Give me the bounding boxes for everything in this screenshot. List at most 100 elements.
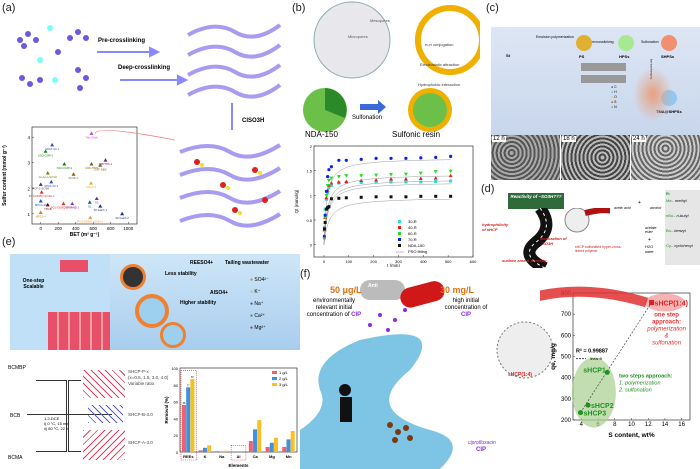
person-icon <box>339 384 351 396</box>
fit-line <box>323 180 451 245</box>
fit-line <box>323 198 451 245</box>
data-point <box>71 172 76 176</box>
plot-frame <box>31 126 138 225</box>
higher-stability-label: Higher stability <box>180 300 217 306</box>
point-label: 12-Amp-SO3H <box>39 175 57 179</box>
panel-f-label: (f) <box>300 268 311 280</box>
point-label: This Work <box>85 135 98 139</box>
plus-sign-2: + <box>648 237 651 243</box>
big-arrow <box>540 286 649 308</box>
x-tick-label: 200 <box>54 226 62 231</box>
one-step-text: polymerization <box>646 326 686 332</box>
arrow-icon <box>360 100 386 114</box>
polymer-block <box>48 312 114 350</box>
x-axis-label: BET (m² g⁻¹) <box>70 232 100 238</box>
data-point <box>49 179 54 184</box>
point-label: sHCP(1:4) <box>655 301 688 308</box>
monomer-bcma: BCMA <box>8 455 23 461</box>
category-label: K <box>204 454 207 459</box>
point-label: SPAF-S0.1 <box>45 147 59 151</box>
fit-line <box>323 183 451 245</box>
data-point <box>389 195 393 199</box>
shps-label: SHPSs <box>661 54 675 59</box>
data-point <box>98 163 103 167</box>
particle-model <box>633 67 673 122</box>
data-point <box>374 178 379 182</box>
bar <box>269 442 274 452</box>
data-point <box>337 158 341 162</box>
less-stability-label: Less stability <box>165 271 197 277</box>
data-point <box>326 191 330 195</box>
pre-crosslinking-label: Pre-crosslinking <box>98 38 146 44</box>
water-label: water <box>645 250 654 254</box>
low-concentration: 50 μg/L <box>330 285 362 295</box>
sem-image-12h: 12 h <box>491 135 560 180</box>
data-point <box>323 220 327 224</box>
data-point <box>389 156 393 160</box>
y-tick-label: 0.5 <box>306 218 312 223</box>
legend-marker <box>398 244 401 247</box>
wastewater-label: Tailing wastewater <box>225 260 270 266</box>
data-point <box>322 234 327 238</box>
point-label: SPPTPA-1 <box>99 162 113 166</box>
panel-b-label: (b) <box>292 2 306 14</box>
y-tick-label: 2 <box>310 144 313 149</box>
data-point <box>62 162 67 166</box>
cip-label: CIP <box>476 447 487 453</box>
membrane-layer <box>581 63 626 71</box>
y-tick-label: 40 <box>174 416 179 421</box>
data-point <box>434 155 438 159</box>
data-point <box>89 181 94 185</box>
x-tick-label: 0 <box>39 226 42 231</box>
atom-legend: ● C ● H ● O ● S ● N <box>611 85 617 109</box>
sem-image-24h: 24 h <box>631 135 700 180</box>
point-label: COF-DBS <box>94 167 107 171</box>
point-label: sHCP2 <box>591 403 614 410</box>
data-point <box>389 180 393 184</box>
x-tick-label: 100 <box>345 259 352 264</box>
data-point <box>344 174 349 178</box>
panel-e-label: (e) <box>2 236 16 248</box>
legend-label: 60-R <box>408 231 417 236</box>
high-concentration-desc: high initial concentration of CIP <box>444 298 488 318</box>
data-point <box>374 180 378 184</box>
category-label: REEs <box>183 454 194 459</box>
al-highlight <box>230 444 247 461</box>
y-axis-label: qe, mg/g <box>550 343 557 370</box>
data-label: 77 <box>187 384 190 387</box>
hps-sphere <box>618 35 634 51</box>
legend-marker <box>398 232 401 235</box>
category-label: Mg <box>269 454 275 459</box>
data-point <box>419 194 423 198</box>
y-tick-label: 4 <box>27 135 30 140</box>
data-point <box>585 402 591 408</box>
membrane-layer <box>581 75 626 83</box>
bar <box>273 437 278 452</box>
shcp-b-structure <box>88 405 123 423</box>
two-step-text: 2. sulfonation <box>618 388 652 394</box>
ps-label: PS <box>579 54 585 59</box>
point-label: PCF-1-SO3H <box>32 186 49 190</box>
data-point <box>120 211 125 216</box>
y-tick-label: 400 <box>561 376 572 382</box>
panel-d-label: (d) <box>481 183 495 195</box>
data-point <box>419 156 423 160</box>
data-point <box>344 196 348 200</box>
x-tick-label: 1000 <box>123 226 134 231</box>
y-tick-label: 1 <box>27 212 30 217</box>
point-label: SHCP-2 <box>86 185 97 189</box>
legend-label: NDA-150 <box>408 243 425 248</box>
fit-line <box>323 159 451 245</box>
r2-label: R² = 0.99887 <box>576 347 608 354</box>
data-point <box>374 156 378 160</box>
bar <box>215 451 220 452</box>
reaction-arrow <box>27 414 112 415</box>
low-concentration-desc: environmentally relevant initial concent… <box>306 298 362 318</box>
y-tick-label: 200 <box>561 418 572 424</box>
point-label: MP1S-40 <box>35 203 47 207</box>
arrows <box>97 46 233 130</box>
sem-image-18h: 18 h <box>561 135 630 180</box>
x-tick-label: 400 <box>420 259 427 264</box>
fit-line <box>323 175 451 245</box>
